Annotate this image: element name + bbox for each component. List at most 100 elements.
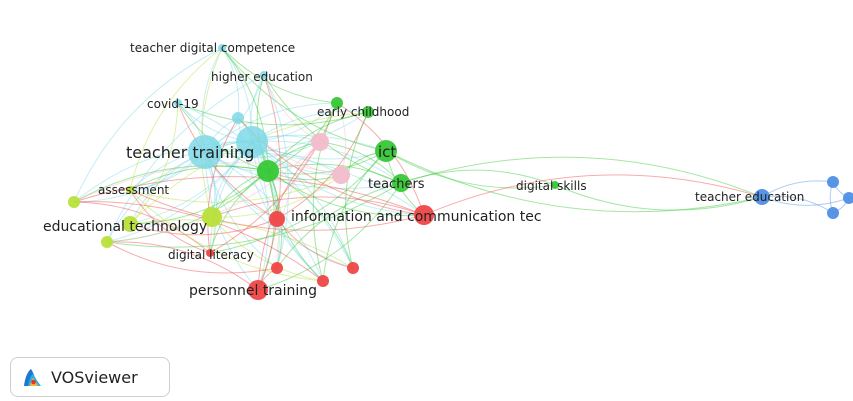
node-personnel-training[interactable] [248, 280, 268, 300]
vosviewer-badge[interactable]: VOSviewer [10, 357, 170, 397]
label-early-childhood[interactable]: early childhood [317, 105, 409, 119]
node-x-red4[interactable] [347, 262, 359, 274]
label-ict[interactable]: ict [378, 143, 396, 161]
network-edge [221, 47, 338, 104]
network-edge [73, 201, 211, 254]
network-edge [400, 169, 556, 186]
node-x-yellow2[interactable] [202, 207, 222, 227]
network-edge [106, 141, 253, 243]
network-edges [73, 47, 850, 291]
node-early-childhood[interactable] [362, 106, 374, 118]
network-edge [312, 102, 338, 282]
node-x-cyan2[interactable] [236, 126, 268, 158]
label-teacher-training[interactable]: teacher training [126, 143, 254, 162]
network-edge [106, 170, 269, 243]
node-teacher-digital-competence[interactable] [218, 44, 226, 52]
node-information-communication[interactable] [414, 205, 434, 225]
network-edge [344, 111, 369, 269]
label-digital-literacy[interactable]: digital literacy [168, 248, 254, 262]
network-edge [257, 170, 275, 291]
brand-label: VOSviewer [51, 367, 138, 387]
label-covid19[interactable]: covid-19 [147, 97, 199, 111]
network-edge [73, 47, 223, 203]
network-edge [129, 218, 278, 236]
node-assessment[interactable] [126, 186, 134, 194]
label-digital-skills[interactable]: digital skills [516, 179, 587, 193]
network-edge [276, 218, 354, 269]
network-edge [319, 141, 402, 184]
node-x-blue1[interactable] [827, 176, 839, 188]
network-edge [204, 134, 387, 153]
network-edge [211, 216, 324, 282]
node-ict[interactable] [375, 140, 397, 162]
node-x-pink1[interactable] [311, 133, 329, 151]
network-edge [129, 47, 223, 191]
node-teachers[interactable] [392, 174, 410, 192]
network-edge [221, 47, 240, 119]
node-educational-technology[interactable] [122, 216, 138, 232]
network-edge [267, 170, 354, 269]
network-edge [207, 117, 239, 254]
network-edge [211, 174, 342, 218]
network-edge [423, 174, 763, 216]
network-edge [221, 47, 387, 152]
label-assessment[interactable]: assessment [98, 183, 169, 197]
label-teachers[interactable]: teachers [368, 177, 425, 192]
label-teacher-education[interactable]: teacher education [695, 190, 804, 204]
network-edge [204, 150, 425, 216]
label-higher-education[interactable]: higher education [211, 70, 313, 84]
label-teacher-digital-competence[interactable]: teacher digital competence [130, 41, 295, 55]
label-educational-technology[interactable]: educational technology [43, 219, 207, 235]
network-edge [257, 74, 281, 291]
network-edge [400, 156, 763, 198]
node-higher-education[interactable] [260, 71, 268, 79]
network-nodes [68, 44, 853, 300]
network-edge [263, 74, 289, 269]
network-edge [204, 151, 259, 291]
network-edge [177, 102, 354, 269]
node-x-green3[interactable] [331, 97, 343, 109]
network-edge [129, 219, 354, 269]
node-teacher-training[interactable] [188, 135, 222, 169]
network-edge [106, 241, 278, 274]
network-edge [221, 47, 269, 172]
network-edge [267, 111, 369, 172]
network-edge [129, 174, 342, 203]
network-edge [209, 150, 387, 254]
network-edge [209, 102, 338, 254]
node-x-green2[interactable] [257, 160, 279, 182]
network-edge [106, 141, 321, 243]
network-edge [267, 170, 425, 217]
network-edge [257, 182, 402, 291]
node-x-pink2[interactable] [332, 166, 350, 184]
node-digital-skills[interactable] [551, 181, 559, 189]
node-x-red2[interactable] [271, 262, 283, 274]
network-edge [276, 182, 402, 269]
network-edge [263, 74, 321, 143]
node-teacher-education[interactable] [754, 189, 770, 205]
network-edge [204, 102, 338, 153]
network-edge [267, 170, 324, 282]
node-x-blue2[interactable] [843, 192, 853, 204]
network-edge [129, 189, 211, 254]
node-x-blue3[interactable] [827, 207, 839, 219]
node-digital-literacy[interactable] [206, 249, 214, 257]
network-edge [276, 141, 321, 269]
network-edge [177, 102, 278, 220]
node-x-cyan3[interactable] [232, 112, 244, 124]
network-edge [385, 150, 556, 189]
network-edge [129, 141, 253, 225]
network-edge [129, 189, 324, 282]
network-edge [73, 141, 253, 203]
node-x-yellow3[interactable] [68, 196, 80, 208]
network-edge [761, 196, 850, 206]
label-personnel-training[interactable]: personnel training [189, 283, 317, 299]
node-x-yellow4[interactable] [101, 236, 113, 248]
network-edge [106, 182, 402, 248]
node-x-red1[interactable] [269, 211, 285, 227]
node-x-red3[interactable] [317, 275, 329, 287]
node-covid19[interactable] [174, 99, 182, 107]
network-edge [106, 241, 259, 291]
label-information-communication[interactable]: information and communication tec [291, 209, 542, 225]
